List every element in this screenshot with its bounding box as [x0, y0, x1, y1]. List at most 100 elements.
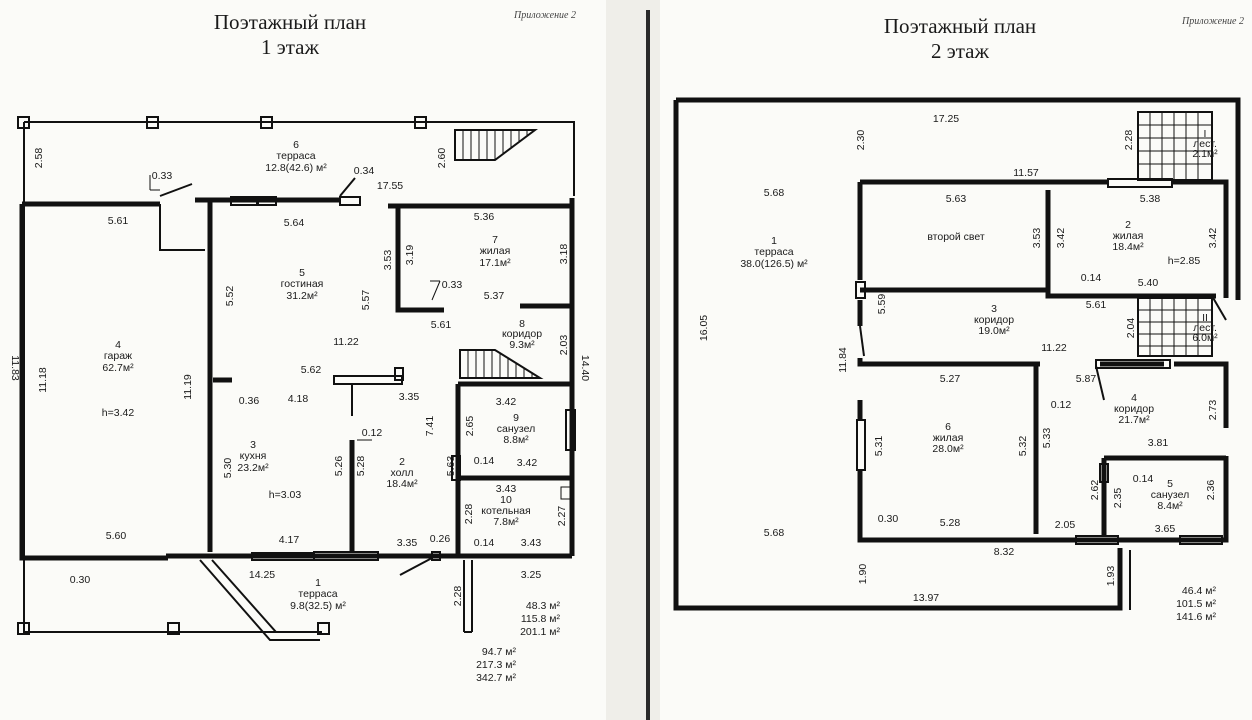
- svg-text:санузел: санузел: [1151, 489, 1189, 501]
- room-4-corridor: 4 коридор 21.7м²: [1114, 392, 1154, 426]
- sheet2-title: Поэтажный план 2 этаж: [850, 14, 1070, 64]
- svg-text:11.83: 11.83: [9, 355, 21, 381]
- svg-text:38.0(126.5) м²: 38.0(126.5) м²: [740, 258, 808, 270]
- terrace-1-edge: [199, 559, 320, 641]
- svg-text:3.65: 3.65: [1155, 523, 1176, 535]
- floor-plan-sheet-2: Поэтажный план 2 этаж Приложение 2: [660, 0, 1252, 720]
- svg-text:гараж: гараж: [104, 350, 132, 362]
- svg-text:5: 5: [1167, 478, 1173, 490]
- svg-text:0.34: 0.34: [354, 165, 375, 177]
- svg-text:5.59: 5.59: [876, 294, 888, 315]
- svg-text:9: 9: [513, 412, 519, 424]
- svg-text:13.97: 13.97: [913, 592, 939, 604]
- svg-text:14.40: 14.40: [579, 355, 591, 381]
- svg-text:5.28: 5.28: [940, 517, 961, 529]
- wall-room2-left: [1045, 190, 1074, 299]
- svg-text:17.1м²: 17.1м²: [479, 257, 511, 269]
- window: [1075, 535, 1119, 545]
- column: [317, 622, 330, 635]
- svg-text:5.33: 5.33: [1041, 428, 1053, 449]
- svg-text:11.84: 11.84: [837, 347, 849, 373]
- room-1-terrace-2: 1 терраса 38.0(126.5) м²: [740, 235, 808, 270]
- svg-text:2.35: 2.35: [1112, 488, 1124, 509]
- svg-text:котельная: котельная: [481, 505, 530, 517]
- svg-text:5.38: 5.38: [1140, 193, 1161, 205]
- door-leaf: [399, 557, 433, 576]
- svg-text:5.68: 5.68: [764, 527, 785, 539]
- svg-text:17.25: 17.25: [933, 113, 959, 125]
- svg-text:2: 2: [1125, 219, 1131, 231]
- sheet2-dimensions: 17.25 2.30 2.28 5.68 11.57 5.63 5.38 3.5…: [698, 113, 1219, 604]
- door-leaf: [859, 325, 865, 357]
- svg-text:3.43: 3.43: [521, 537, 542, 549]
- window: [1095, 359, 1171, 369]
- svg-text:21.7м²: 21.7м²: [1118, 414, 1150, 426]
- svg-text:коридор: коридор: [974, 314, 1014, 326]
- svg-text:5.63: 5.63: [946, 193, 967, 205]
- svg-text:0.33: 0.33: [442, 279, 463, 291]
- svg-text:10: 10: [500, 494, 512, 506]
- svg-text:h=3.42: h=3.42: [102, 407, 135, 419]
- svg-text:11.22: 11.22: [1041, 342, 1067, 354]
- sheet2-appendix: Приложение 2: [1182, 16, 1244, 27]
- svg-text:терраса: терраса: [276, 150, 315, 162]
- svg-text:3.42: 3.42: [517, 457, 538, 469]
- svg-text:0.14: 0.14: [1133, 473, 1154, 485]
- svg-text:5.61: 5.61: [108, 215, 129, 227]
- terrace-1-edge-inner: [211, 559, 318, 633]
- room-3-corridor: 3 коридор 19.0м²: [974, 303, 1014, 337]
- window: [565, 409, 576, 451]
- sheet1-totals-a: 48.3 м² 115.8 м² 201.1 м²: [500, 600, 560, 639]
- svg-text:1: 1: [315, 577, 321, 589]
- svg-text:3.35: 3.35: [397, 537, 418, 549]
- svg-text:4.18: 4.18: [288, 393, 309, 405]
- total-line: 342.7 м²: [476, 672, 516, 684]
- svg-text:1.93: 1.93: [1105, 566, 1117, 587]
- svg-text:3.19: 3.19: [404, 245, 416, 266]
- svg-text:6: 6: [293, 139, 299, 151]
- svg-text:11.22: 11.22: [333, 336, 359, 348]
- wall-bedroom7: [395, 208, 444, 313]
- room-10-boiler: 10 котельная 7.8м²: [481, 494, 530, 528]
- svg-text:5.61: 5.61: [431, 319, 452, 331]
- svg-text:5.40: 5.40: [1138, 277, 1159, 289]
- svg-text:3.81: 3.81: [1148, 437, 1169, 449]
- svg-text:терраса: терраса: [298, 588, 337, 600]
- svg-text:4: 4: [1131, 392, 1137, 404]
- svg-text:2.58: 2.58: [33, 148, 45, 169]
- svg-text:2.28: 2.28: [463, 504, 475, 525]
- svg-text:3.42: 3.42: [496, 396, 517, 408]
- svg-text:3.43: 3.43: [496, 483, 517, 495]
- svg-text:5.60: 5.60: [106, 530, 127, 542]
- svg-text:5.26: 5.26: [333, 456, 345, 477]
- svg-text:3.25: 3.25: [521, 569, 542, 581]
- svg-text:0.14: 0.14: [474, 455, 495, 467]
- svg-text:5.28: 5.28: [355, 456, 367, 477]
- svg-text:0.30: 0.30: [878, 513, 899, 525]
- svg-text:II: II: [1202, 312, 1208, 324]
- sheet2-totals: 46.4 м² 101.5 м² 141.6 м²: [1160, 585, 1216, 624]
- terrace-boundary-left-bottom: [673, 100, 1123, 611]
- column: [167, 622, 180, 635]
- floor-plan-sheet-1: Поэтажный план 1 этаж Приложение 2: [0, 0, 606, 720]
- svg-text:h=3.03: h=3.03: [269, 489, 302, 501]
- column: [260, 116, 273, 129]
- svg-text:2.73: 2.73: [1207, 400, 1219, 421]
- terrace-top-outline: [24, 121, 575, 196]
- column: [414, 116, 427, 129]
- window: [313, 551, 379, 561]
- svg-text:6: 6: [945, 421, 951, 433]
- mid-wall: [857, 358, 1229, 428]
- svg-text:7.8м²: 7.8м²: [493, 516, 519, 528]
- svg-text:5: 5: [299, 267, 305, 279]
- svg-text:7: 7: [492, 234, 498, 246]
- terrace-boundary-top: [676, 97, 1241, 300]
- column: [17, 116, 30, 129]
- svg-text:холл: холл: [391, 467, 414, 479]
- sheet1-title: Поэтажный план 1 этаж: [180, 10, 400, 60]
- svg-text:3.42: 3.42: [1055, 228, 1067, 249]
- stairs-1-label: I лест. 2.1м²: [1192, 128, 1218, 160]
- second-light: второй свет: [927, 231, 985, 243]
- svg-text:2: 2: [399, 456, 405, 468]
- svg-text:12.8(42.6) м²: 12.8(42.6) м²: [265, 162, 327, 174]
